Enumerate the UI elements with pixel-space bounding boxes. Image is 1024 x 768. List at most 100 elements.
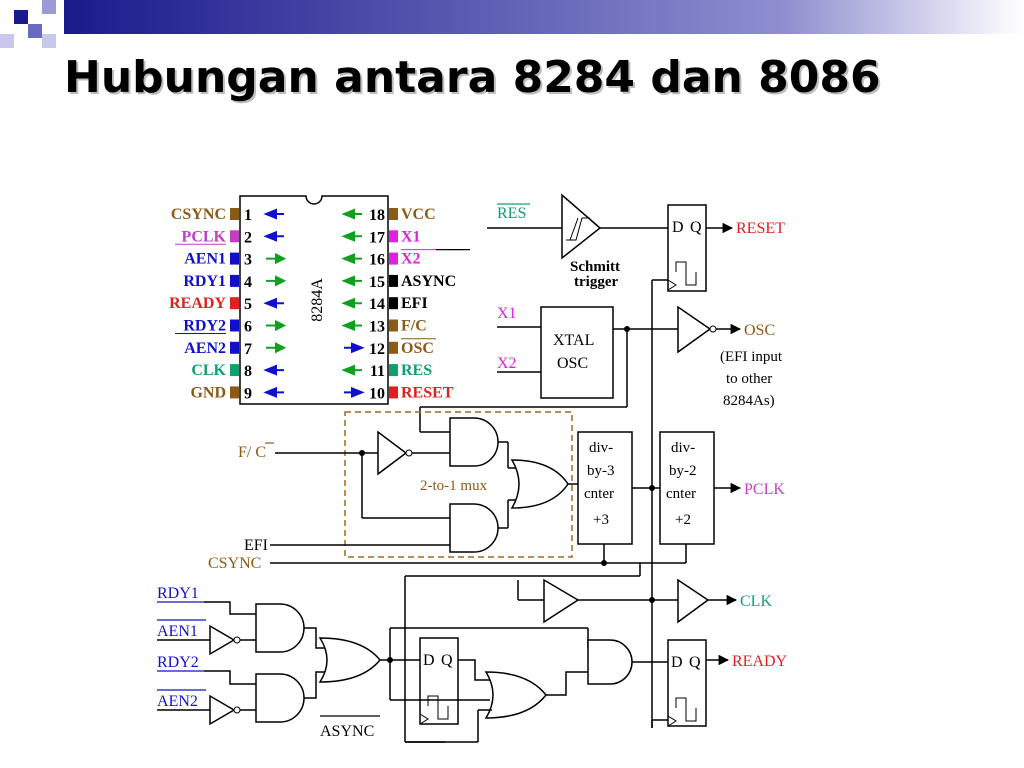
pin-number: 10 — [369, 385, 385, 402]
pin-10-reset: 10 RESET — [344, 384, 454, 402]
pin-direction-arrow — [341, 275, 362, 287]
ready-flipflop — [667, 639, 707, 727]
aen1-input-label: AEN1 — [157, 623, 198, 640]
pclk-output-label: PCLK — [744, 481, 785, 498]
pin-number: 17 — [369, 229, 385, 246]
mux-section: F/ C EFI 2-to-1 mux CSYNC — [208, 411, 640, 572]
mux-label: 2-to-1 mux — [420, 478, 488, 494]
schmitt-label: Schmitt — [570, 259, 620, 275]
pin-direction-arrow — [341, 230, 362, 242]
pin-12-osc: 12 OSC — [344, 338, 436, 358]
pin-marker — [230, 341, 239, 354]
clk-output-label: CLK — [740, 593, 772, 610]
pin-direction-arrow — [266, 342, 287, 354]
pin-label: READY — [169, 295, 226, 312]
pin-13-f-c: 13 F/C — [341, 318, 427, 336]
pin-11-res: 11 RES — [341, 362, 432, 380]
pin-label: OSC — [401, 340, 434, 357]
pin-4-rdy1: RDY1 4 — [183, 273, 287, 291]
pin-marker — [230, 252, 239, 265]
pin-marker — [230, 208, 239, 220]
pin-number: 18 — [369, 207, 385, 224]
pin-marker — [389, 341, 398, 354]
clk-internal-buffer — [543, 578, 580, 624]
xtal-oscillator — [540, 306, 614, 399]
svg-text:+2: +2 — [675, 512, 691, 528]
pin-label: CLK — [191, 362, 226, 379]
pin-label: RDY2 — [183, 318, 226, 335]
header-gradient-bar — [64, 0, 1024, 34]
header-decoration — [0, 0, 1024, 48]
pin-number: 6 — [244, 319, 252, 336]
deco-square — [42, 0, 56, 14]
pin-label: RDY1 — [183, 273, 226, 290]
svg-text:by-2: by-2 — [669, 463, 697, 479]
aen1-inverter — [209, 624, 236, 656]
svg-text:Q: Q — [690, 219, 702, 236]
pin-number: 4 — [244, 274, 252, 291]
deco-square — [0, 34, 14, 48]
pin-number: 3 — [244, 252, 252, 269]
pin-direction-arrow — [341, 320, 362, 331]
chip-name: 8284A — [309, 278, 326, 322]
pin-marker — [389, 364, 398, 377]
pin-marker — [230, 319, 239, 332]
pin-label: F/C — [401, 318, 427, 335]
deco-square — [42, 34, 56, 48]
pin-marker — [389, 208, 398, 220]
oscillator-section: X1 X2 XTAL OSC OSC (EFI input to other 8… — [419, 305, 783, 433]
pin-number: 11 — [370, 363, 385, 380]
csync-input-label: CSYNC — [208, 555, 261, 572]
rdy-or-gate — [318, 637, 381, 683]
ready-sync-flipflop — [419, 637, 459, 725]
svg-text:D: D — [671, 654, 683, 671]
x1-input-label: X1 — [497, 305, 517, 322]
pin-marker — [230, 274, 239, 287]
pin-number: 7 — [244, 341, 252, 358]
pin-direction-arrow — [341, 297, 362, 309]
osc-note-2: to other — [726, 371, 772, 387]
pin-marker — [230, 386, 239, 399]
pin-number: 9 — [244, 385, 252, 402]
svg-text:D: D — [672, 219, 684, 236]
pin-number: 13 — [369, 319, 385, 336]
schmitt-trigger-symbol — [561, 193, 602, 260]
pin-direction-arrow — [263, 364, 284, 376]
svg-text:D: D — [423, 652, 435, 669]
pin-direction-arrow — [263, 230, 284, 242]
pin-label: RES — [401, 362, 432, 379]
pin-marker — [389, 274, 398, 287]
fc-inverter — [377, 430, 408, 476]
pin-label: ASYNC — [401, 273, 456, 290]
ready-or-gate — [484, 671, 547, 719]
pin-marker — [389, 252, 398, 265]
rdy2-input-label: RDY2 — [157, 654, 199, 671]
pin-number: 5 — [244, 296, 252, 313]
pin-marker — [389, 319, 398, 332]
reset-section: RES Schmitt trigger D Q RESET — [487, 193, 785, 292]
pin-direction-arrow — [341, 208, 362, 220]
pin-direction-arrow — [263, 297, 284, 309]
ready-and-gate — [587, 639, 633, 685]
res-input-label: RES — [497, 205, 526, 222]
reset-output-label: RESET — [736, 220, 785, 237]
svg-text:div-: div- — [671, 440, 695, 456]
pin-label: PCLK — [182, 228, 227, 245]
x2-input-label: X2 — [497, 355, 517, 372]
pin-label: RESET — [401, 384, 454, 401]
efi-input-label: EFI — [244, 537, 268, 554]
pin-direction-arrow — [344, 386, 365, 398]
rdy2-and-gate — [255, 673, 305, 723]
osc-output-label: OSC — [744, 322, 775, 339]
deco-square — [28, 24, 42, 38]
pin-direction-arrow — [266, 252, 287, 265]
pin-number: 12 — [369, 341, 385, 358]
